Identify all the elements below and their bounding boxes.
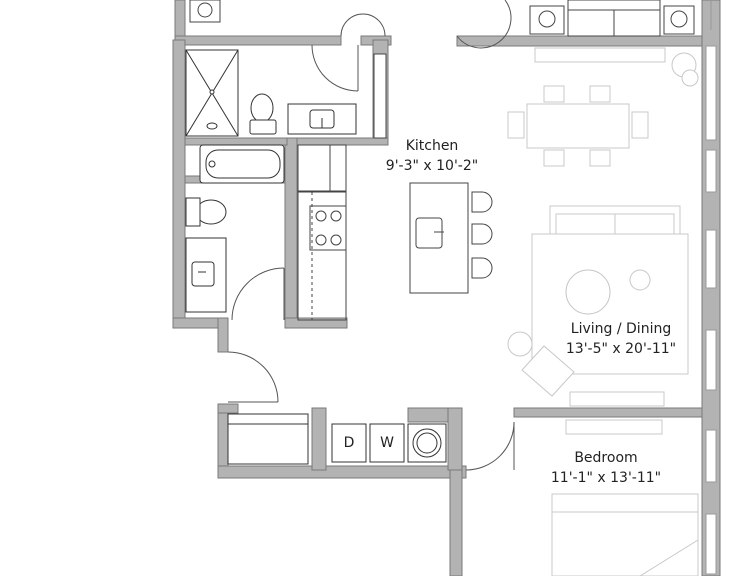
- laundry: [227, 413, 447, 465]
- living-furniture: [507, 47, 699, 576]
- door-swing-bath: [311, 44, 359, 92]
- dining-chair: [543, 85, 565, 103]
- living-size: 13'-5" x 20'-11": [566, 341, 676, 357]
- wall-bath-left: [172, 39, 186, 329]
- shower-drain-icon: [209, 89, 215, 95]
- island-sink: [415, 217, 443, 249]
- wall-utility-divider: [311, 407, 327, 471]
- bedroom-size: 11'-1" x 13'-11": [551, 470, 661, 486]
- window: [705, 429, 717, 483]
- kitchen-size: 9'-3" x 10'-2": [386, 158, 478, 174]
- burner-icon: [330, 234, 342, 246]
- stool: [471, 257, 493, 279]
- door-swing-bath-lower: [231, 267, 285, 321]
- wall-bedroom-top: [513, 407, 705, 418]
- window: [705, 45, 717, 141]
- wall-entry-left: [217, 317, 229, 353]
- armchair: [521, 345, 575, 397]
- wall-top-left-stub: [174, 0, 186, 41]
- wall-bath-kitchen: [284, 137, 389, 146]
- wall-top-right: [456, 35, 703, 47]
- dining-table: [526, 103, 630, 149]
- living-name: Living / Dining: [571, 321, 671, 337]
- toilet-upper: [250, 93, 274, 123]
- upper-fixtures: [189, 0, 695, 37]
- dining-chair: [589, 149, 611, 167]
- window: [705, 149, 717, 193]
- dining-chair: [507, 111, 525, 139]
- bed: [551, 493, 699, 576]
- bath-fixtures: [185, 49, 357, 313]
- dryer: [331, 423, 367, 463]
- lamp: [681, 69, 699, 87]
- burner-icon: [315, 234, 327, 246]
- appliance-washer-label: W: [380, 435, 394, 451]
- appliance-dryer-label: D: [344, 435, 355, 451]
- bedroom-name: Bedroom: [574, 450, 637, 466]
- side-table: [507, 331, 533, 357]
- washer: [369, 423, 405, 463]
- door-swing-top: [340, 13, 386, 37]
- wall-top-left: [174, 35, 342, 46]
- door-swing-top-2: [456, 0, 512, 49]
- kitchen-fixtures: [297, 53, 493, 321]
- kitchen-name: Kitchen: [406, 138, 459, 154]
- counter: [297, 191, 347, 321]
- stool: [471, 191, 493, 213]
- dining-chair: [589, 85, 611, 103]
- window: [705, 329, 717, 391]
- dining-chair: [543, 149, 565, 167]
- refrigerator: [297, 144, 347, 192]
- window: [705, 229, 717, 289]
- wall-hall-vertical: [284, 137, 298, 329]
- labels: D W Kitchen 9'-3" x 10'-2" Living / Dini…: [344, 138, 677, 486]
- burner-icon: [330, 210, 342, 222]
- wall-bedroom-left: [449, 469, 463, 576]
- range: [309, 205, 347, 251]
- wall-utility-left: [217, 403, 229, 475]
- door-swing-bedroom: [465, 421, 515, 471]
- doors: [227, 0, 515, 471]
- wall-utility-top-left: [217, 403, 239, 414]
- wall-hall-bottom: [284, 317, 348, 329]
- burner-icon: [315, 210, 327, 222]
- exterior-windows: [705, 0, 717, 575]
- wall-bath-mid: [184, 137, 288, 146]
- bedroom-dresser: [565, 419, 663, 435]
- storage-cabinet: [227, 413, 309, 465]
- door-swing-entry: [227, 351, 279, 403]
- window: [705, 513, 717, 575]
- wall-utility-bottom: [217, 465, 467, 479]
- side-table: [629, 269, 651, 291]
- pantry-shelf: [373, 53, 387, 139]
- coffee-table: [565, 269, 611, 315]
- stool: [471, 223, 493, 245]
- dining-chair: [631, 111, 649, 139]
- credenza: [534, 47, 666, 63]
- wall-utility-right: [447, 407, 463, 471]
- rug: [531, 233, 689, 375]
- media-console: [569, 391, 665, 407]
